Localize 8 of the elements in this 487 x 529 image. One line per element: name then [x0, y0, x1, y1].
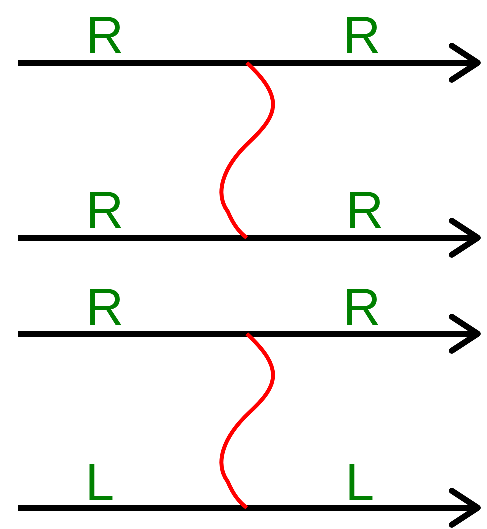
- helicity-label: R: [86, 282, 124, 334]
- helicity-label: R: [343, 10, 381, 62]
- helicity-label: L: [346, 457, 374, 509]
- helicity-label: L: [86, 457, 114, 509]
- helicity-label: R: [86, 10, 124, 62]
- helicity-label: R: [346, 185, 384, 237]
- helicity-label: R: [343, 282, 381, 334]
- helicity-label: R: [86, 185, 124, 237]
